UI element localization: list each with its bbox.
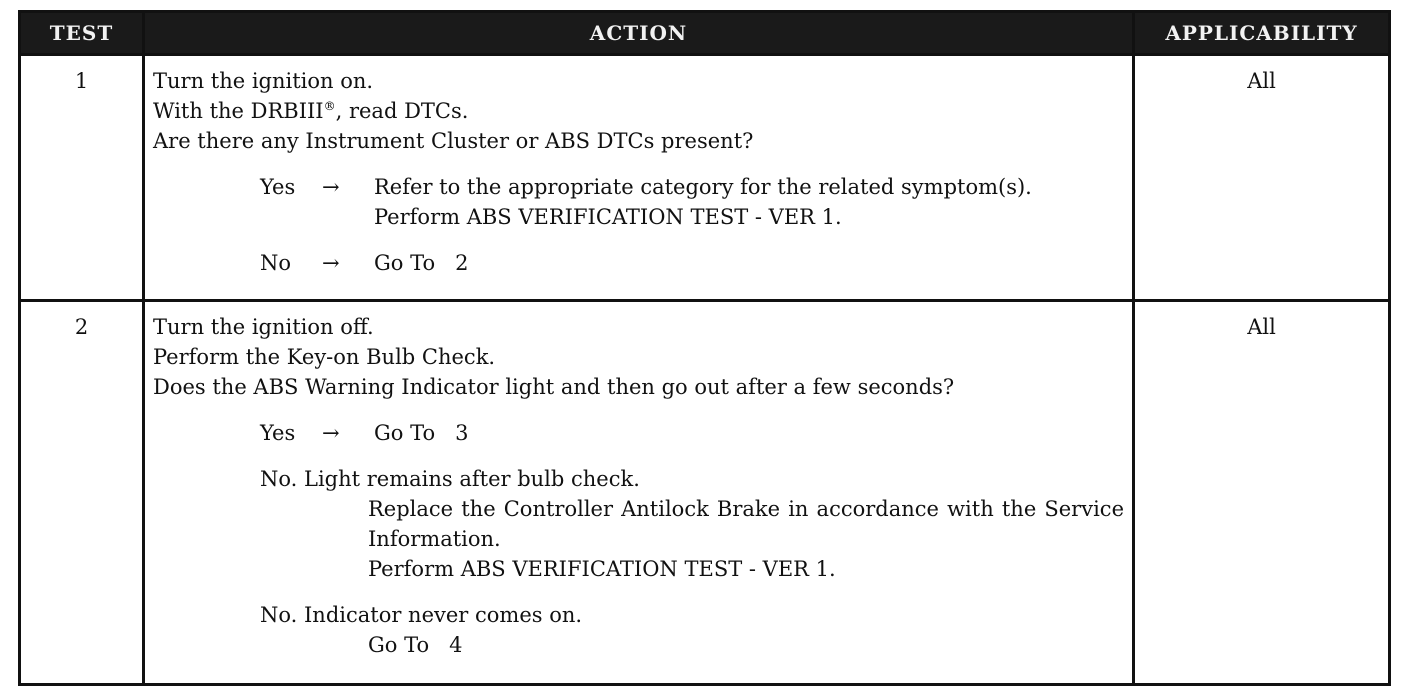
answer-yes-label: Yes xyxy=(260,175,296,199)
response-line: Refer to the appropriate category for th… xyxy=(374,175,1032,199)
header-test: TEST xyxy=(18,10,145,56)
action-line-suffix: , read DTCs. xyxy=(335,99,469,123)
table-row: 1 Turn the ignition on. With the DRBIII®… xyxy=(18,53,1391,302)
applicability-value: All xyxy=(1132,53,1391,302)
action-line: Turn the ignition on. xyxy=(153,69,374,93)
answer-no-response: Replace the Controller Antilock Brake in… xyxy=(368,494,1124,584)
header-action: ACTION xyxy=(142,10,1135,56)
answer-no-label: No. Light remains after bulb check. xyxy=(260,467,640,491)
arrow-icon: → xyxy=(322,251,340,275)
response-line: Perform ABS VERIFICATION TEST - VER 1. xyxy=(374,205,842,229)
response-line: Replace the Controller Antilock Brake in… xyxy=(368,497,1124,551)
answer-yes-response: Refer to the appropriate category for th… xyxy=(374,172,1032,232)
answer-yes: Yes → Refer to the appropriate category … xyxy=(260,172,1124,232)
response-line: Perform ABS VERIFICATION TEST - VER 1. xyxy=(368,557,836,581)
arrow-icon: → xyxy=(322,421,340,445)
test-number: 1 xyxy=(18,53,145,302)
answer-yes-label: Yes xyxy=(260,421,296,445)
action-cell: Turn the ignition on. With the DRBIII®, … xyxy=(142,53,1135,302)
answer-no-label: No. Indicator never comes on. xyxy=(260,603,583,627)
diagnostic-test-table: TEST ACTION APPLICABILITY 1 Turn the ign… xyxy=(18,10,1391,686)
registered-mark: ® xyxy=(323,99,336,113)
action-line-text: With the DRBIII xyxy=(153,99,324,123)
answer-yes: Yes → Go To 3 xyxy=(260,418,1124,448)
action-line: Turn the ignition off. xyxy=(153,315,374,339)
test-number: 2 xyxy=(18,299,145,686)
answer-no-label: No xyxy=(260,251,292,275)
applicability-value: All xyxy=(1132,299,1391,686)
action-question: Are there any Instrument Cluster or ABS … xyxy=(153,129,754,153)
answer-no-light-remains: No. Light remains after bulb check. Repl… xyxy=(260,464,1124,584)
answer-no-response: Go To 2 xyxy=(374,251,469,275)
action-cell: Turn the ignition off. Perform the Key-o… xyxy=(142,299,1135,686)
answer-no: No → Go To 2 xyxy=(260,248,1124,278)
answer-no-indicator-never-on: No. Indicator never comes on. Go To 4 xyxy=(260,600,1124,660)
header-applicability: APPLICABILITY xyxy=(1132,10,1391,56)
response-line: Go To 4 xyxy=(368,633,463,657)
action-line: With the DRBIII®, read DTCs. xyxy=(153,96,1124,126)
action-question: Does the ABS Warning Indicator light and… xyxy=(153,375,955,399)
arrow-icon: → xyxy=(322,175,340,199)
table-header-row: TEST ACTION APPLICABILITY xyxy=(18,10,1391,56)
action-line: Perform the Key-on Bulb Check. xyxy=(153,345,496,369)
table-row: 2 Turn the ignition off. Perform the Key… xyxy=(18,299,1391,686)
answer-no-response: Go To 4 xyxy=(368,630,1124,660)
answer-yes-response: Go To 3 xyxy=(374,421,469,445)
